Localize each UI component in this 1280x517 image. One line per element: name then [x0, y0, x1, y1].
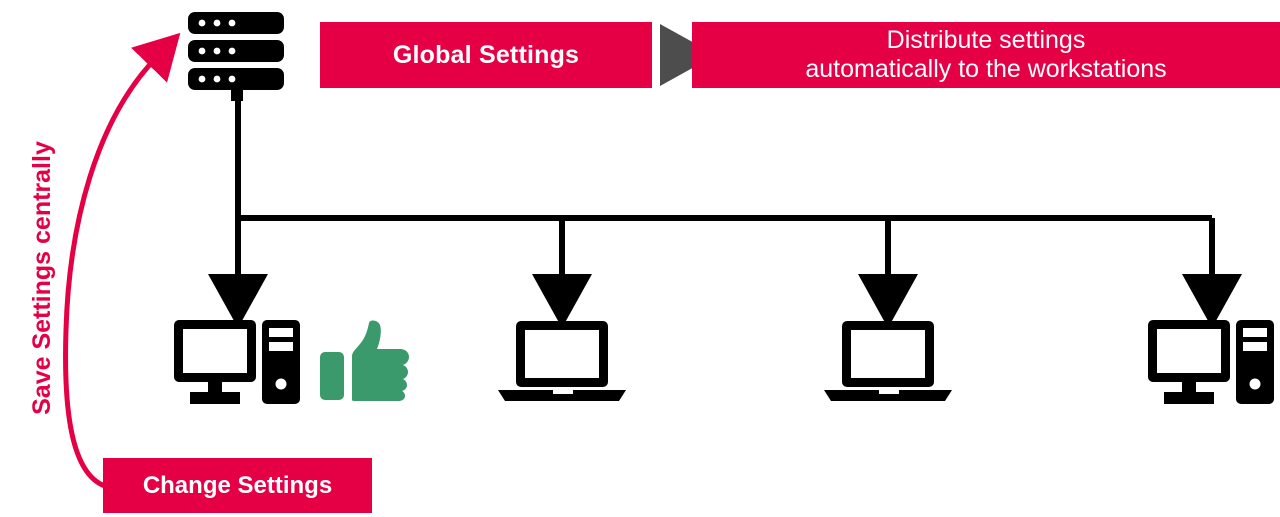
global-settings-label: Global Settings [392, 40, 580, 69]
change-settings-banner[interactable]: Change Settings [103, 458, 372, 513]
change-settings-label: Change Settings [142, 471, 333, 499]
save-settings-centrally-label: Save Settings centrally [28, 141, 56, 415]
laptop-icon-2 [824, 321, 952, 401]
feedback-curve-path [63, 32, 181, 490]
server-rack-icon [188, 12, 284, 101]
desktop-computer-icon-1 [174, 320, 300, 404]
distribute-settings-banner[interactable]: Distribute settings automatically to the… [692, 22, 1280, 88]
global-settings-banner[interactable]: Global Settings [320, 22, 652, 88]
distribute-line-1: Distribute settings [886, 25, 1086, 54]
thumbs-up-icon [320, 320, 409, 401]
laptop-icon-1 [498, 321, 626, 401]
play-triangle-icon [660, 24, 716, 86]
desktop-computer-icon-2 [1148, 320, 1274, 404]
distribute-line-2: automatically to the workstations [805, 55, 1167, 83]
